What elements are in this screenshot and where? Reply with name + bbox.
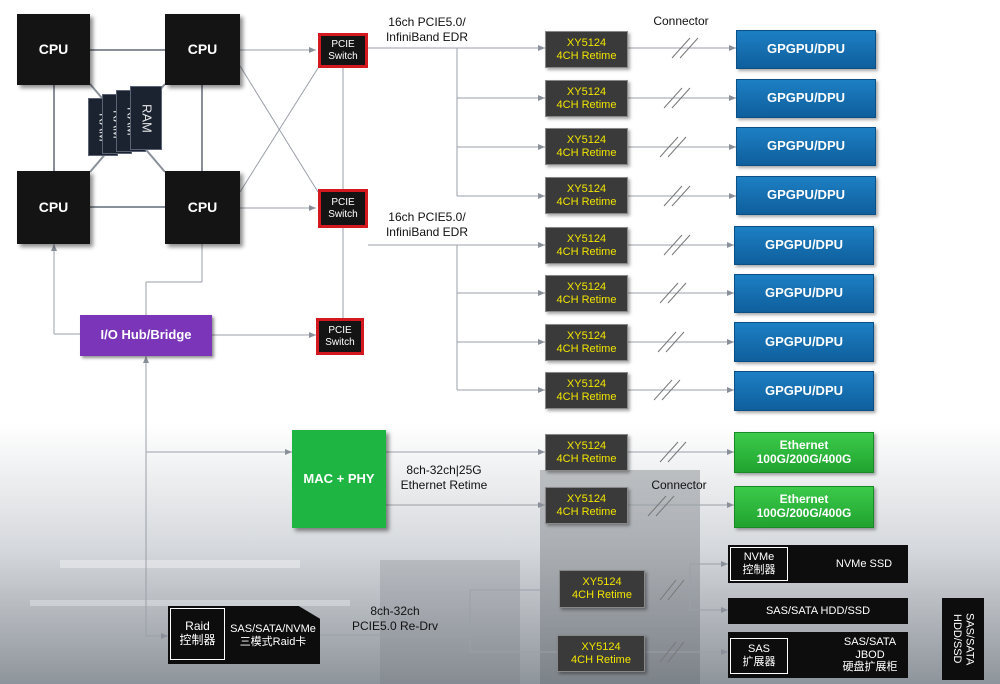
gpgpu-dpu-4: GPGPU/DPU bbox=[736, 176, 876, 215]
nvme-ssd-label: NVMe SSD bbox=[835, 557, 893, 570]
connector-label-top: Connector bbox=[653, 14, 709, 28]
gpgpu-dpu-6: GPGPU/DPU bbox=[734, 274, 874, 313]
cpu-bottom-right: CPU bbox=[165, 171, 240, 244]
sas-sata-hdd-ssd: SAS/SATA HDD/SSD bbox=[728, 598, 908, 624]
connector-label-ethernet: Connector bbox=[651, 478, 707, 492]
cpu-bottom-left: CPU bbox=[17, 171, 90, 244]
gpgpu-dpu-5: GPGPU/DPU bbox=[734, 226, 874, 265]
bus-label-top: 16ch PCIE5.0/InfiniBand EDR bbox=[385, 15, 469, 44]
cpu-top-left: CPU bbox=[17, 14, 90, 85]
gpgpu-dpu-1: GPGPU/DPU bbox=[736, 30, 876, 69]
ram-module: RAM bbox=[130, 86, 162, 150]
gpgpu-dpu-7: GPGPU/DPU bbox=[734, 322, 874, 362]
gpgpu-dpu-8: GPGPU/DPU bbox=[734, 371, 874, 411]
mac-phy: MAC + PHY bbox=[292, 430, 386, 528]
gpgpu-dpu-3: GPGPU/DPU bbox=[736, 127, 876, 166]
cpu-top-right: CPU bbox=[165, 14, 240, 85]
cpu-label: CPU bbox=[38, 199, 69, 216]
io-hub-bridge: I/O Hub/Bridge bbox=[80, 315, 212, 356]
gpgpu-dpu-2: GPGPU/DPU bbox=[736, 79, 876, 118]
bus-label-middle: 16ch PCIE5.0/InfiniBand EDR bbox=[385, 210, 469, 239]
cpu-label: CPU bbox=[38, 41, 69, 58]
cpu-label: CPU bbox=[187, 41, 218, 58]
cpu-label: CPU bbox=[187, 199, 218, 216]
